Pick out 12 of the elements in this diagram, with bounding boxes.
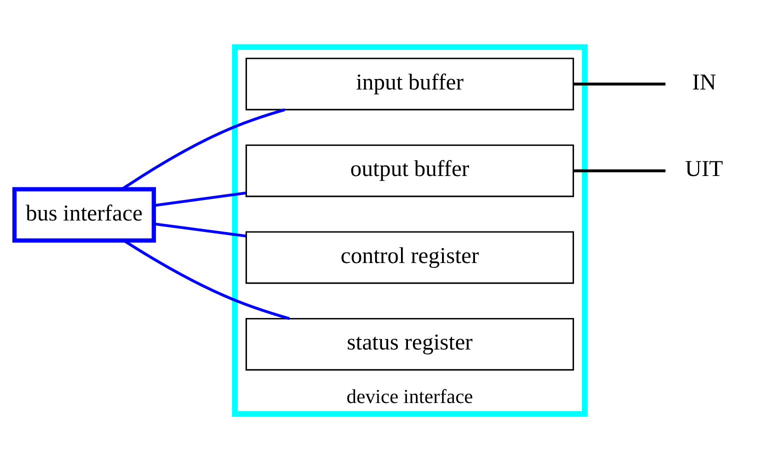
connector: [154, 191, 246, 206]
connector: [121, 108, 286, 190]
node-text: IN: [692, 68, 716, 94]
node-box: control register: [246, 230, 574, 284]
node-box: input buffer: [246, 57, 574, 110]
node-box: status register: [246, 317, 574, 370]
node-box: output buffer: [246, 144, 574, 197]
node-box: bus interface: [12, 186, 156, 242]
connector: [574, 168, 666, 172]
node-text: UIT: [685, 156, 724, 181]
connector: [154, 222, 246, 237]
connector: [574, 82, 666, 85]
